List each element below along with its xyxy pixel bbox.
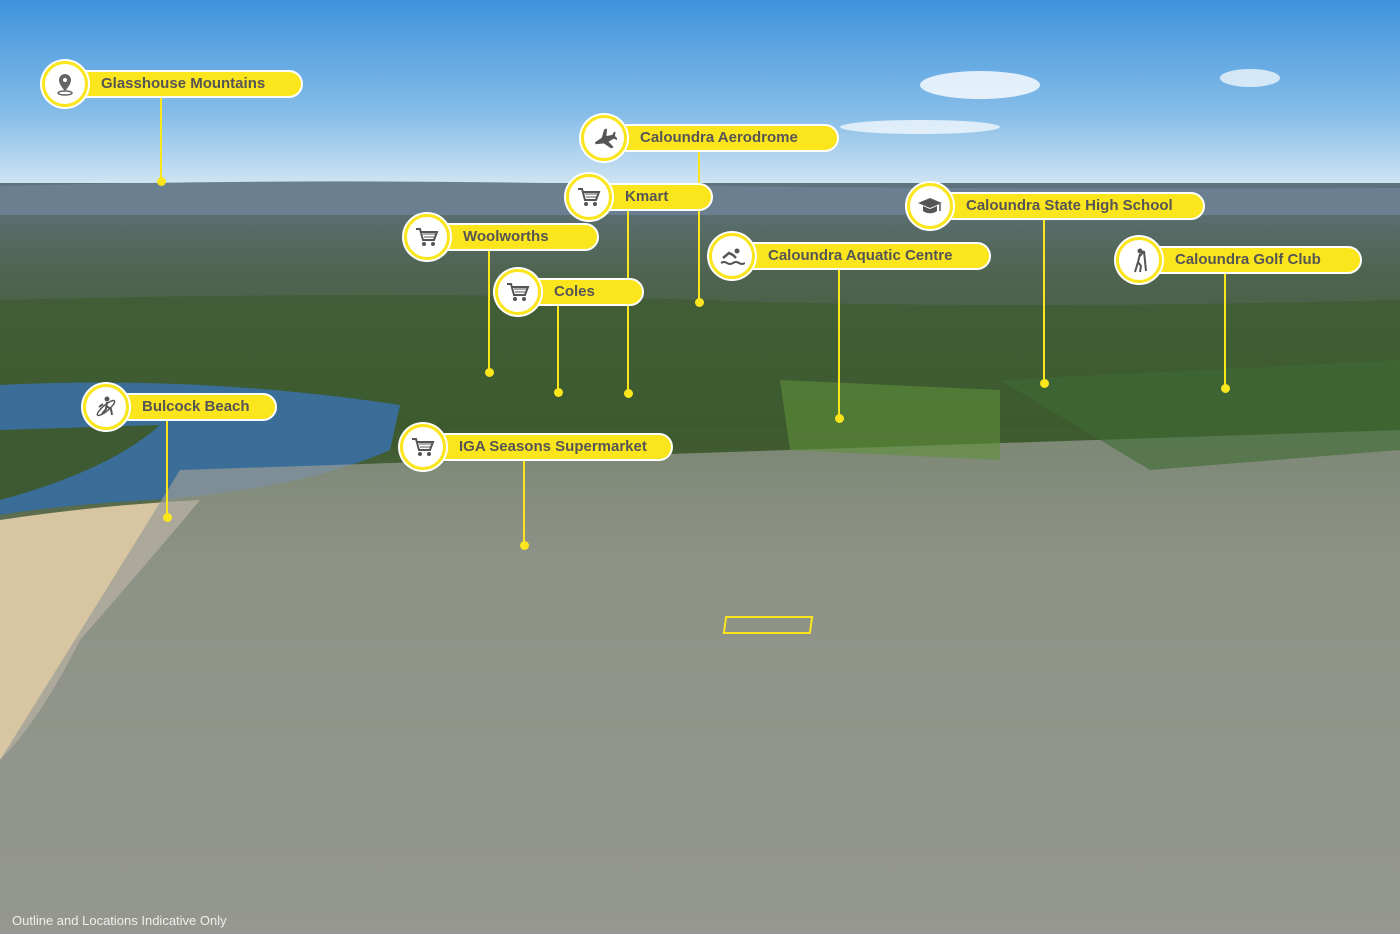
location-label-coles: Coles [495, 269, 644, 315]
map-pin-icon [42, 61, 88, 107]
graduation-cap-icon [907, 183, 953, 229]
leader-line [488, 251, 490, 372]
location-marker [553, 387, 563, 397]
property-site-outline [722, 616, 814, 634]
location-label-caloundra-state-high-school: Caloundra State High School [907, 183, 1205, 229]
leader-line [160, 98, 162, 181]
swimmer-icon [709, 233, 755, 279]
location-label-bulcock-beach: Bulcock Beach [83, 384, 277, 430]
leader-line [1224, 274, 1226, 388]
location-marker [484, 367, 494, 377]
airplane-icon [581, 115, 627, 161]
label-text: Caloundra Golf Club [1139, 246, 1362, 274]
leader-line [838, 270, 840, 418]
label-text: Caloundra State High School [930, 192, 1205, 220]
shopping-cart-icon [566, 174, 612, 220]
label-text: Caloundra Aerodrome [604, 124, 839, 152]
location-marker [519, 540, 529, 550]
location-label-glasshouse-mountains: Glasshouse Mountains [42, 61, 303, 107]
label-text: Woolworths [427, 223, 599, 251]
location-marker [1039, 378, 1049, 388]
leader-line [1043, 220, 1045, 383]
label-text: Caloundra Aquatic Centre [732, 242, 991, 270]
shopping-cart-icon [400, 424, 446, 470]
label-text: Glasshouse Mountains [65, 70, 303, 98]
disclaimer-text: Outline and Locations Indicative Only [12, 913, 227, 928]
label-text: IGA Seasons Supermarket [423, 433, 673, 461]
label-text: Bulcock Beach [106, 393, 277, 421]
location-label-woolworths: Woolworths [404, 214, 599, 260]
surfer-icon [83, 384, 129, 430]
location-label-iga-seasons-supermarket: IGA Seasons Supermarket [400, 424, 673, 470]
shopping-cart-icon [495, 269, 541, 315]
leader-line [698, 152, 700, 302]
location-label-caloundra-golf-club: Caloundra Golf Club [1116, 237, 1362, 283]
location-marker [1220, 383, 1230, 393]
location-label-caloundra-aerodrome: Caloundra Aerodrome [581, 115, 839, 161]
location-marker [834, 413, 844, 423]
location-marker [162, 512, 172, 522]
leader-line [166, 421, 168, 517]
golfer-icon [1116, 237, 1162, 283]
location-marker [623, 388, 633, 398]
location-marker [694, 297, 704, 307]
shopping-cart-icon [404, 214, 450, 260]
leader-line [523, 461, 525, 545]
leader-line [557, 306, 559, 392]
location-label-kmart: Kmart [566, 174, 713, 220]
location-marker [156, 176, 166, 186]
location-label-caloundra-aquatic-centre: Caloundra Aquatic Centre [709, 233, 991, 279]
